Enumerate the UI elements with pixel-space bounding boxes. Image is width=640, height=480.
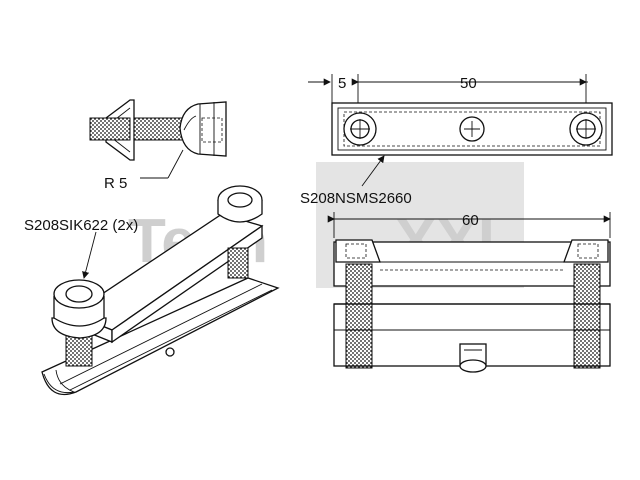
screw-detail: R 5 — [89, 99, 227, 192]
rear-thread — [227, 247, 249, 279]
isometric-assembly: S208SIK622 (2x) — [24, 185, 280, 396]
screw-part-label: S208SIK622 (2x) — [24, 217, 138, 234]
right-screw-head — [563, 239, 609, 263]
top-view: 5 50 S208NSMS2660 — [300, 74, 613, 207]
left-thread — [345, 263, 373, 369]
screw-head — [179, 101, 227, 157]
right-thread — [573, 263, 601, 369]
radius-leader — [167, 149, 184, 179]
rear-socket — [227, 192, 253, 208]
front-thread — [65, 333, 93, 367]
nut-part-label: S208NSMS2660 — [300, 190, 412, 207]
side-view: 60 — [327, 212, 611, 373]
socket-hidden — [201, 117, 223, 143]
dim-edge: 5 — [338, 75, 346, 92]
screw-thread-left — [89, 117, 131, 141]
rail-body — [41, 277, 280, 396]
nut-leader — [361, 155, 385, 187]
left-screw-head — [335, 239, 381, 263]
dim-overall-length: 60 — [462, 212, 479, 229]
dim-hole-spacing: 50 — [460, 75, 477, 92]
center-marks — [350, 119, 596, 139]
side-clamp-bar — [333, 241, 611, 287]
front-socket — [65, 285, 93, 303]
screw-leader — [82, 231, 97, 279]
radius-label: R 5 — [104, 175, 127, 192]
